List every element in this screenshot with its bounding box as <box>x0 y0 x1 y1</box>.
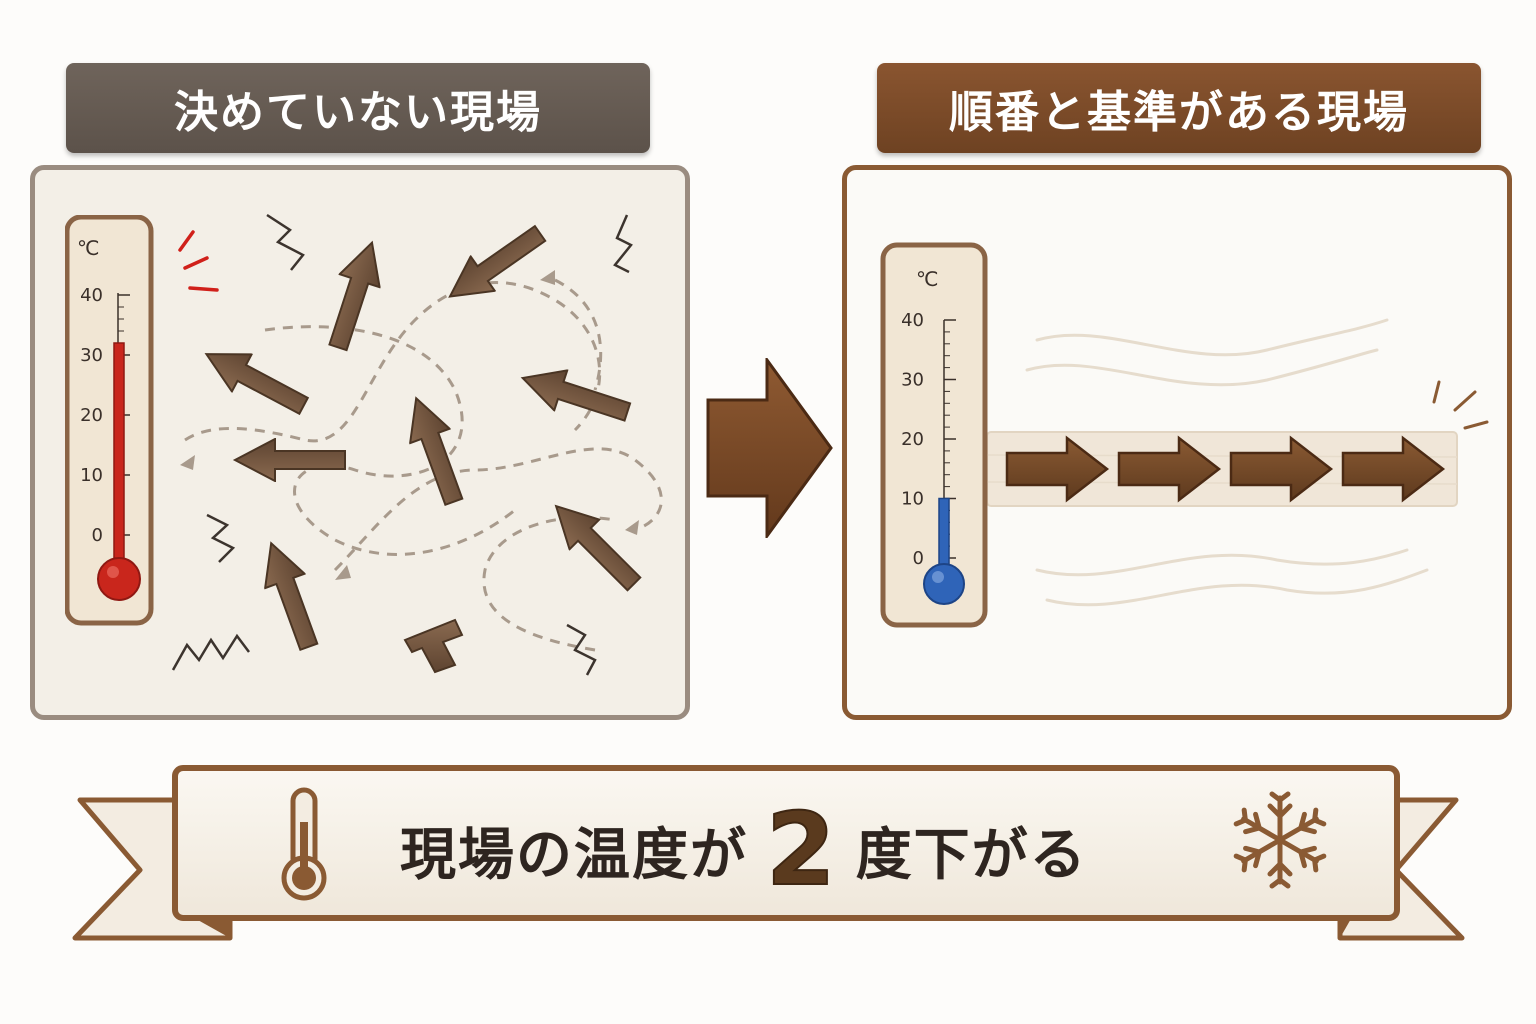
tick-label: 30 <box>901 370 924 391</box>
ordered-arrow <box>1229 435 1334 503</box>
result-number: 2 <box>765 791 838 908</box>
left-panel: ℃ 40 30 20 10 0 <box>30 165 690 720</box>
calm-flow-lines <box>1025 318 1429 607</box>
tick-label: 20 <box>80 405 103 426</box>
tick-label: 40 <box>901 310 924 331</box>
snowflake-icon <box>1235 791 1325 886</box>
chaotic-arrow <box>515 357 635 433</box>
tick-label: 30 <box>80 345 103 366</box>
left-panel-title: 決めていない現場 <box>66 63 650 153</box>
tick-label: 40 <box>80 285 103 306</box>
thermometer-liquid-hot <box>113 342 125 576</box>
tick-label: 10 <box>901 489 924 510</box>
tick-label: 10 <box>80 465 103 486</box>
transition-arrow-icon <box>706 358 833 538</box>
right-panel: ℃ 40 30 20 10 0 <box>842 165 1512 720</box>
ordered-arrows <box>1005 435 1446 503</box>
unit-label: ℃ <box>77 236 99 260</box>
thermometer-bulb <box>97 557 141 601</box>
chaotic-arrow <box>540 490 650 600</box>
thermometer-bulb <box>923 563 965 605</box>
ordered-arrow <box>1117 435 1222 503</box>
right-panel-title: 順番と基準がある現場 <box>877 63 1481 153</box>
chaotic-arrow <box>395 390 475 510</box>
ordered-arrow <box>1005 435 1110 503</box>
thermometer-icon <box>281 787 327 901</box>
alert-marks <box>178 230 219 292</box>
chaotic-arrow <box>250 535 330 655</box>
left-thermometer: ℃ 40 30 20 10 0 <box>65 215 154 626</box>
dashed-paths <box>184 278 663 652</box>
tick-label: 0 <box>92 525 103 546</box>
chaotic-arrow <box>195 334 315 426</box>
ordered-arrow <box>1341 435 1446 503</box>
chaotic-arrow <box>436 215 554 315</box>
result-text-after: 度下がる <box>855 822 1088 888</box>
result-text-before: 現場の温度が <box>400 822 748 888</box>
sparkle-marks <box>1432 380 1489 430</box>
tick-label: 0 <box>913 548 924 569</box>
zigzag-marks <box>171 213 633 676</box>
chaos-illustration <box>171 213 663 676</box>
unit-label: ℃ <box>916 267 938 291</box>
result-message: 現場の温度が 2 度下がる <box>400 791 1240 908</box>
right-thermometer: ℃ 40 30 20 10 0 <box>880 242 988 628</box>
chaotic-arrow-stub <box>403 618 464 674</box>
chaotic-arrows <box>195 215 650 674</box>
chaotic-arrow <box>234 438 346 482</box>
tick-label: 20 <box>901 429 924 450</box>
result-ribbon <box>72 765 1465 941</box>
orderly-illustration <box>986 318 1489 607</box>
